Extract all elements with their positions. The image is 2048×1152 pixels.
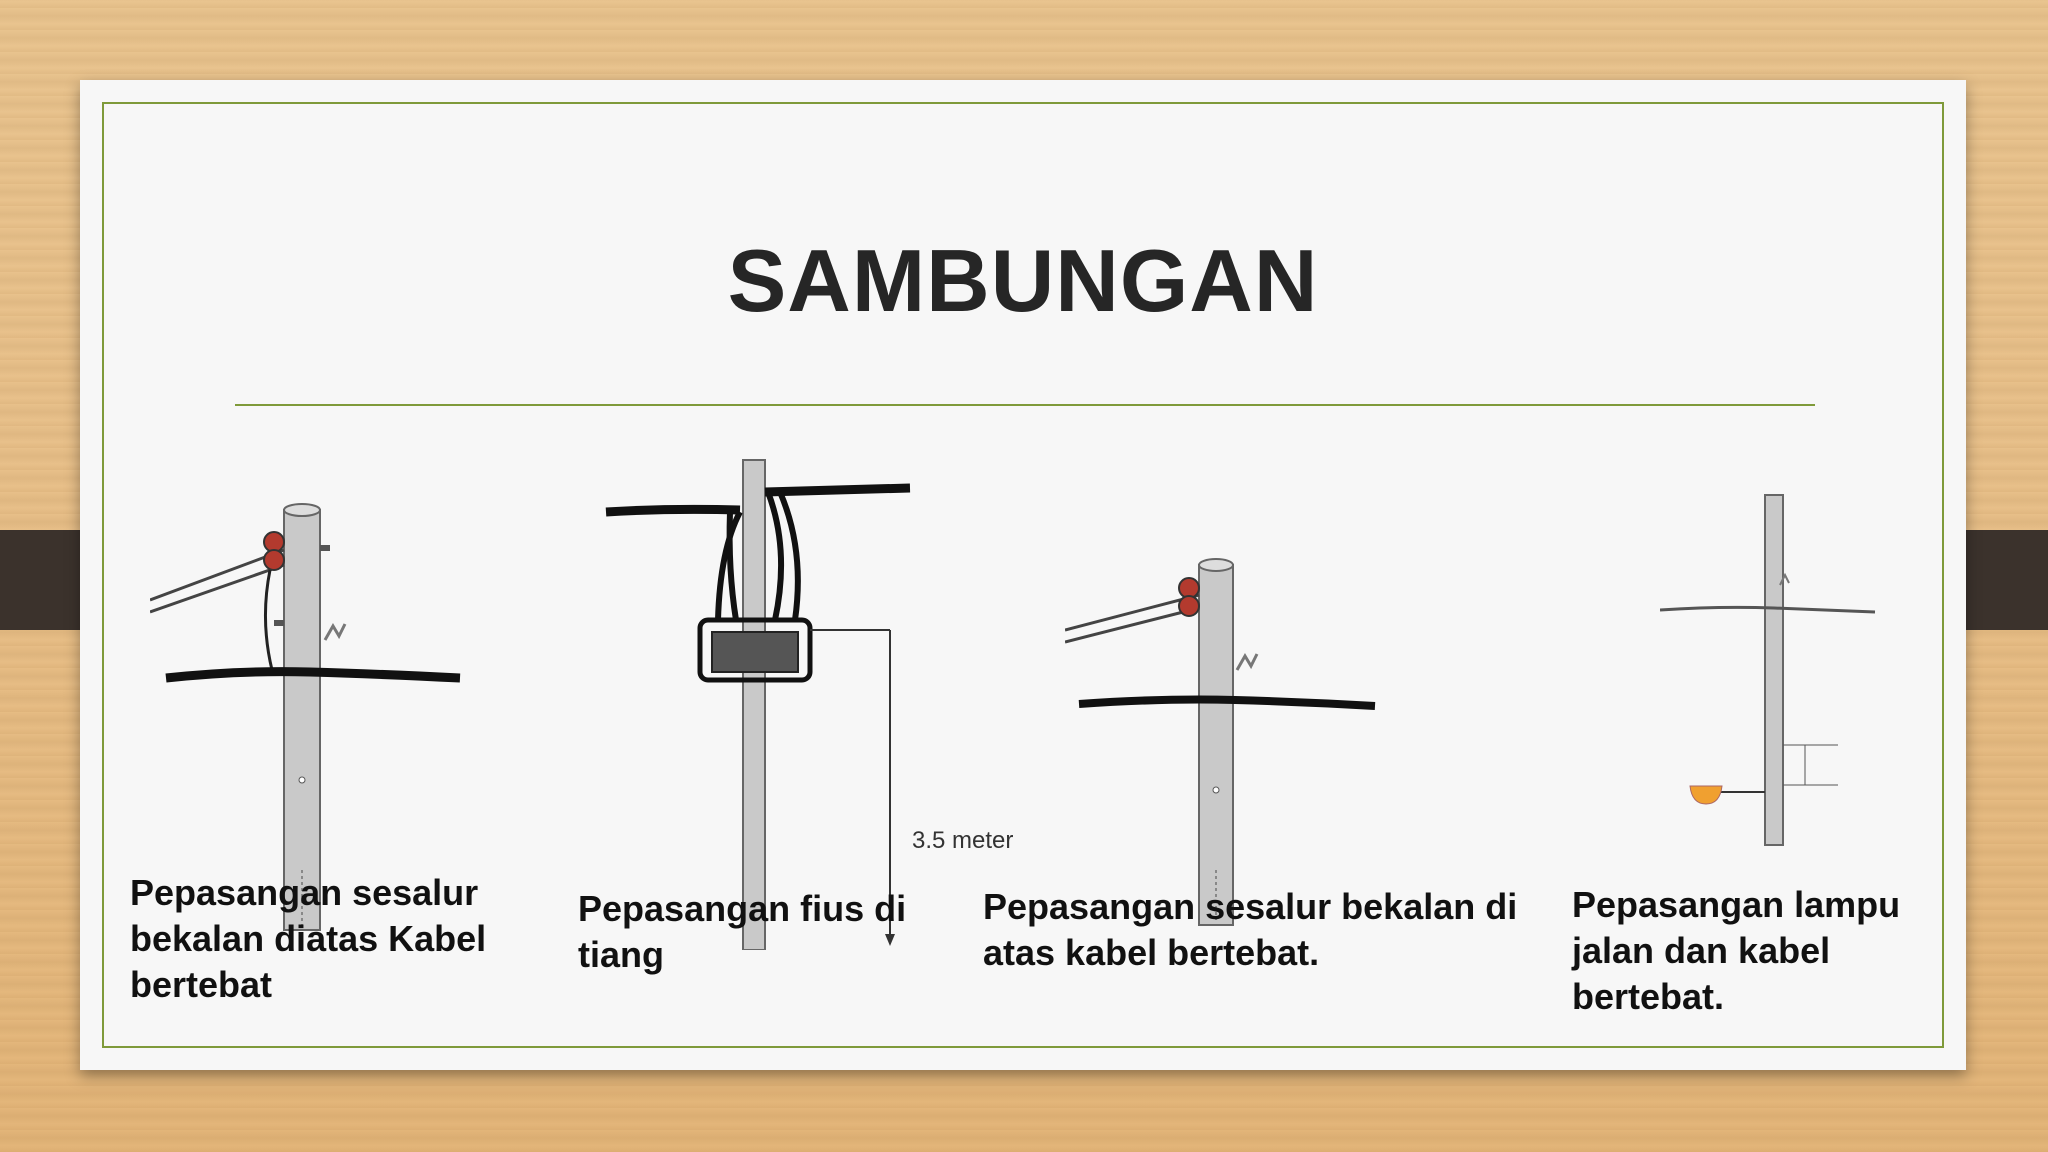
caption-1: Pepasangan sesalur bekalan diatas Kabel … — [130, 872, 487, 1005]
caption-2: Pepasangan fius di tiang — [578, 888, 907, 975]
figure-street-lamp — [1660, 494, 1876, 846]
caption-4: Pepasangan lampu jalan dan kabel berteba… — [1572, 884, 1901, 1017]
slide-border — [102, 102, 1944, 1048]
figure-service-over-insulated-cable — [1065, 558, 1376, 926]
title-divider — [235, 404, 1815, 406]
slide: SAMBUNGAN 3.5 meter — [80, 80, 1966, 1070]
figure-service-over-cable — [150, 503, 461, 931]
slide-title: SAMBUNGAN — [727, 231, 1319, 330]
figure-pole-fuse: 3.5 meter — [605, 459, 1013, 950]
dimension-label: 3.5 meter — [912, 827, 1013, 854]
caption-3: Pepasangan sesalur bekalan di atas kabel… — [983, 886, 1518, 973]
